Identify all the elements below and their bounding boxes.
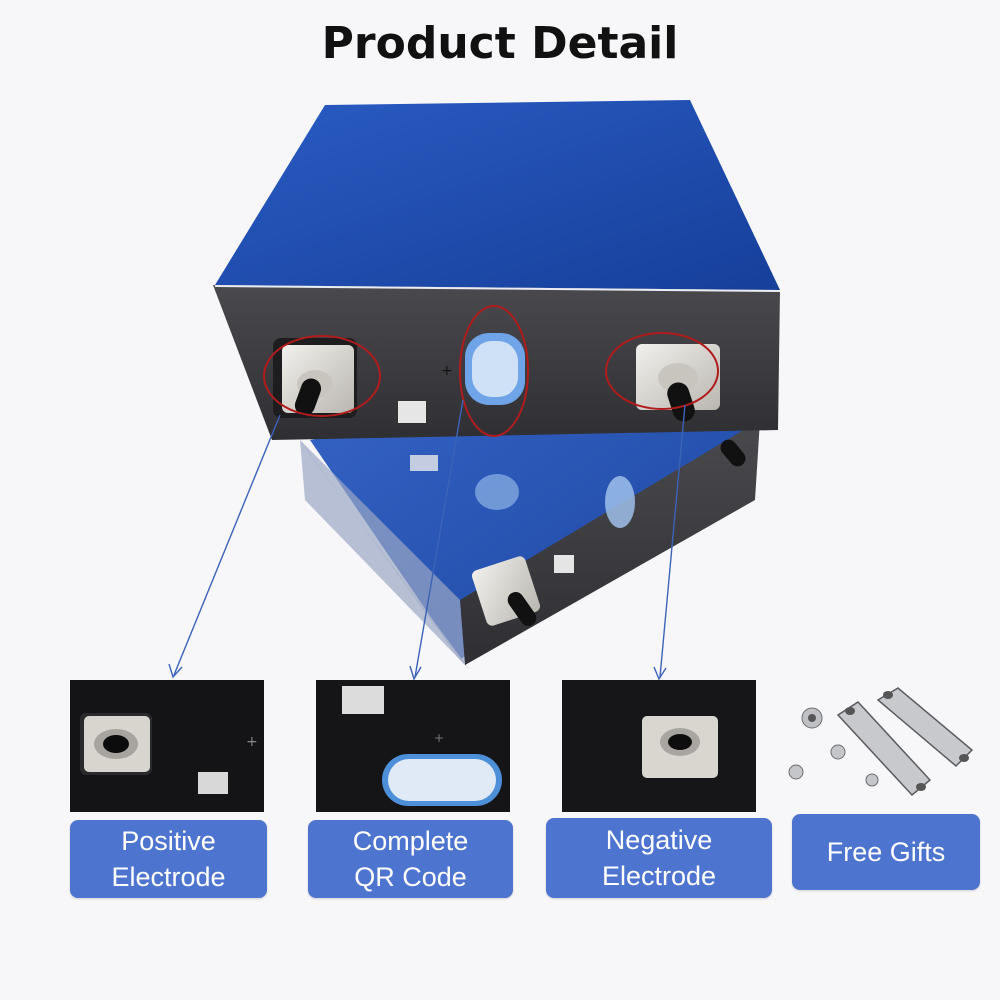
free-gifts-label: Free Gifts	[792, 814, 980, 890]
free-gifts-illustration	[788, 687, 974, 797]
svg-text:+: +	[441, 363, 453, 379]
negative-electrode-label: Negative Electrode	[546, 818, 772, 898]
battery-cell-upper: +	[213, 100, 781, 440]
callout-arrows	[168, 399, 686, 681]
page-title: Product Detail	[321, 18, 679, 69]
negative-electrode-thumbnail	[562, 680, 756, 812]
svg-text:+: +	[434, 731, 444, 745]
svg-text:+: +	[246, 734, 258, 750]
positive-electrode-label: Positive Electrode	[70, 820, 267, 898]
busbar-icon	[836, 687, 974, 797]
positive-electrode-thumbnail: +	[70, 680, 264, 812]
nut-icon	[788, 707, 879, 787]
qr-code-thumbnail: +	[316, 680, 510, 812]
qr-code-label: Complete QR Code	[308, 820, 513, 898]
